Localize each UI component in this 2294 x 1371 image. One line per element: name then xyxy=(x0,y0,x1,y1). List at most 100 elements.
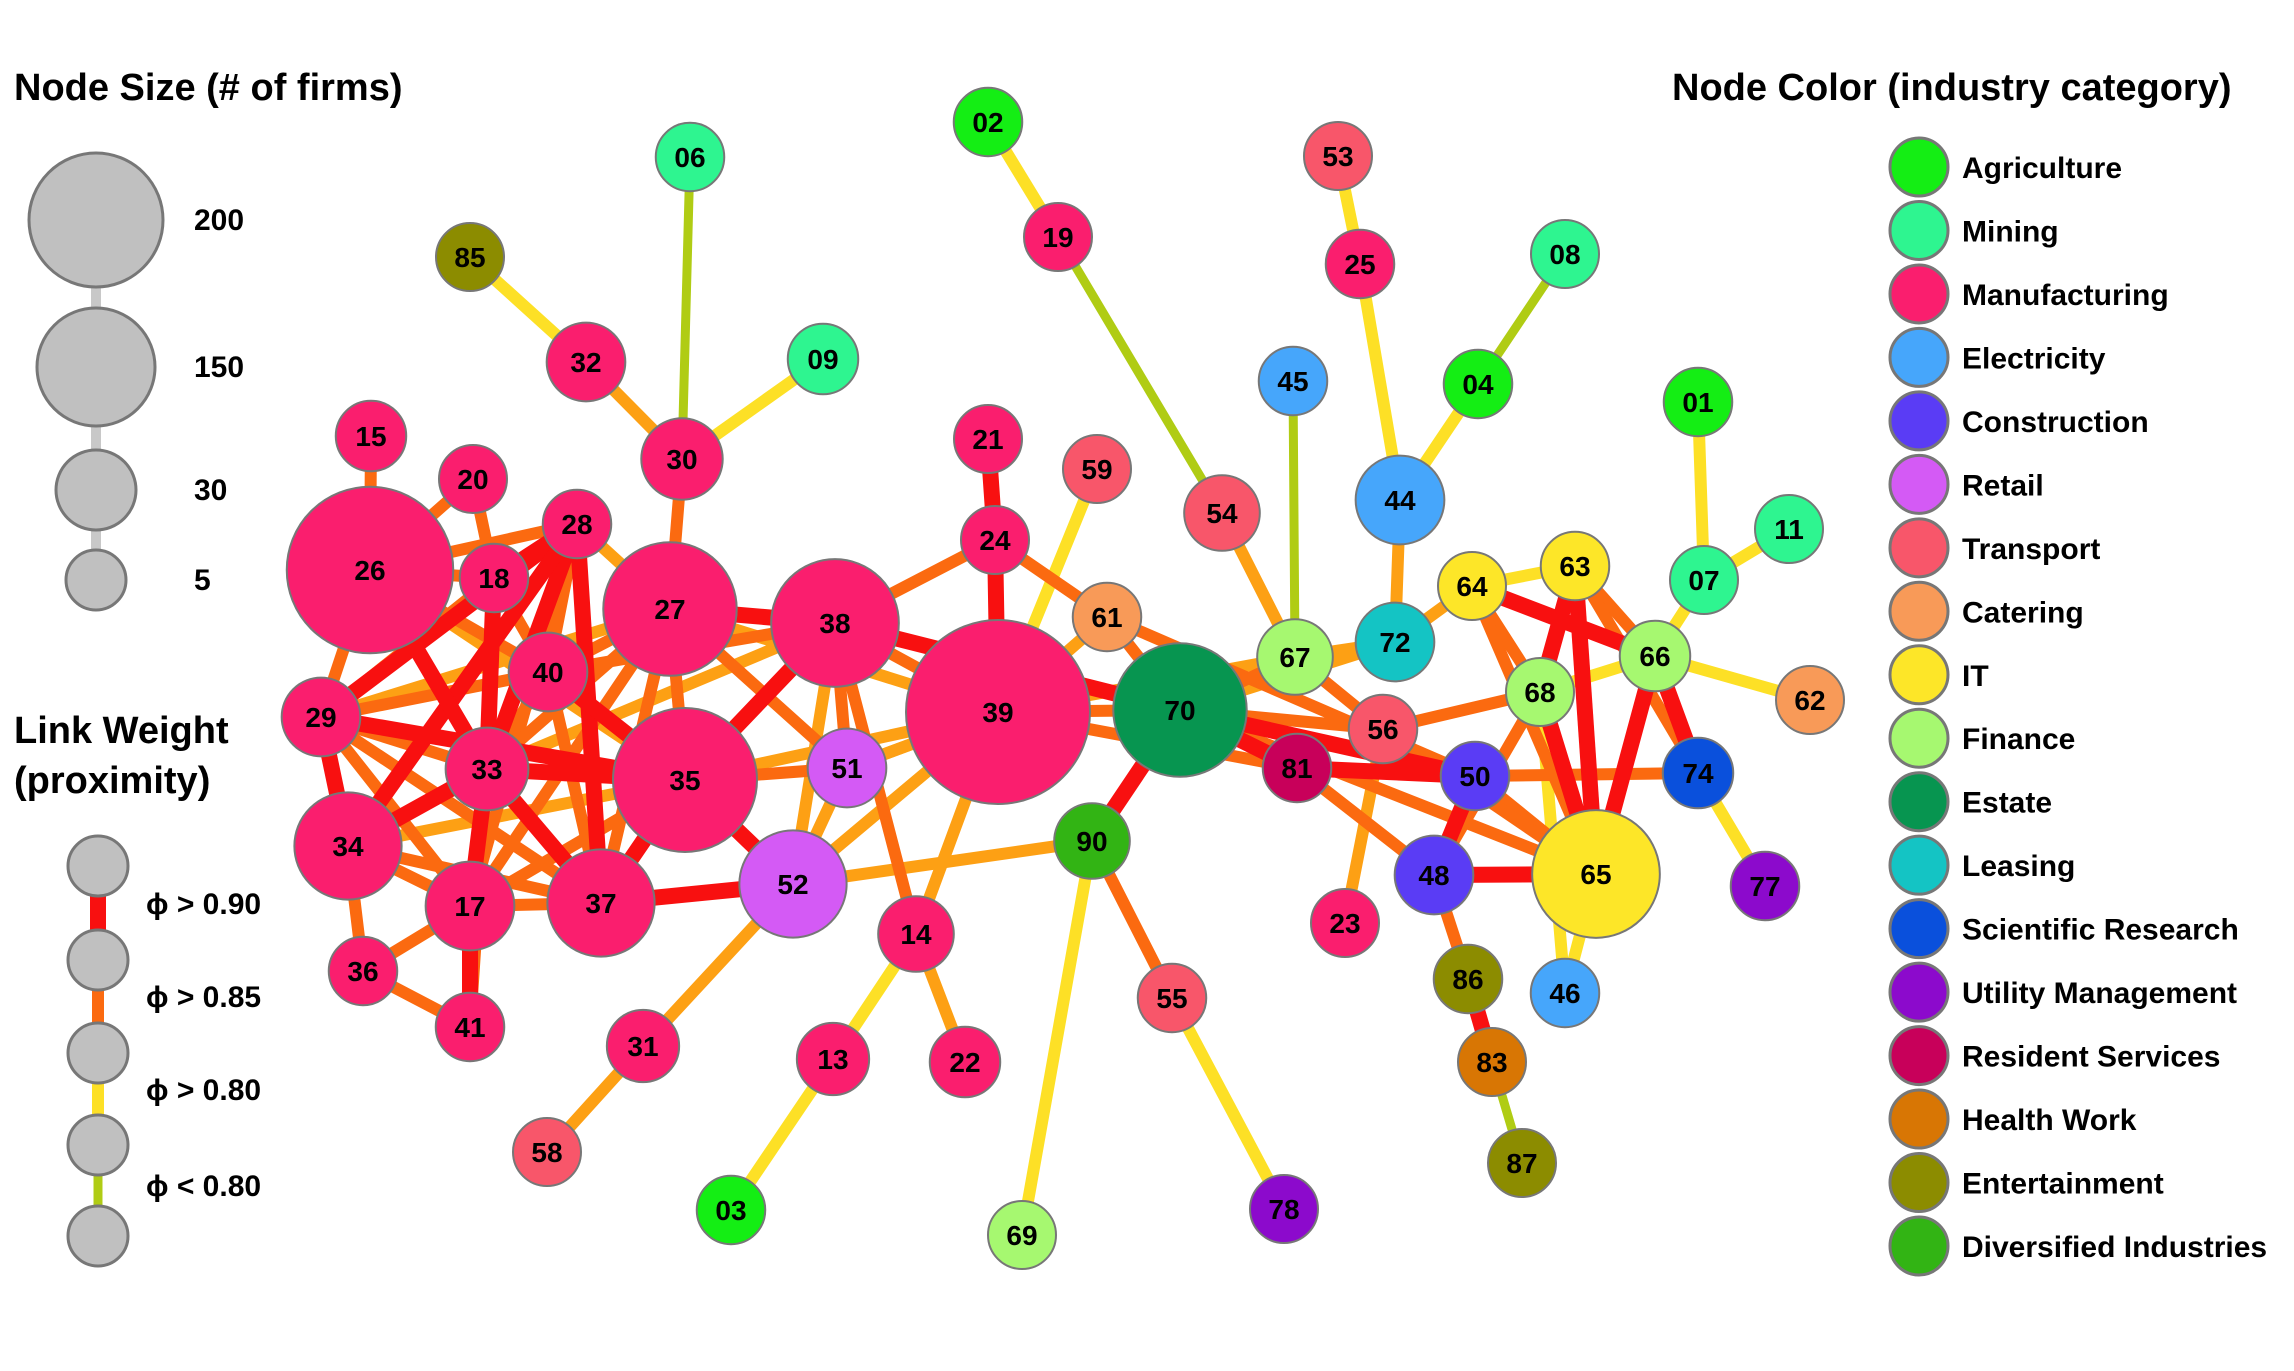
node-54[interactable]: 54 xyxy=(1183,474,1261,552)
node-66[interactable]: 66 xyxy=(1618,619,1692,693)
node-55[interactable]: 55 xyxy=(1136,962,1208,1034)
node-29[interactable]: 29 xyxy=(280,676,362,758)
color-legend: Node Color (industry category) Agricultu… xyxy=(1672,67,2267,1277)
node-74[interactable]: 74 xyxy=(1661,736,1735,810)
node-18[interactable]: 18 xyxy=(458,542,530,614)
color-legend-label-fin: Finance xyxy=(1962,723,2075,756)
node-44[interactable]: 44 xyxy=(1354,454,1446,546)
node-label-01: 01 xyxy=(1682,387,1713,418)
node-circle-58 xyxy=(512,1117,582,1187)
node-37[interactable]: 37 xyxy=(546,848,656,958)
node-01[interactable]: 01 xyxy=(1662,366,1734,438)
node-61[interactable]: 61 xyxy=(1071,581,1143,653)
node-86[interactable]: 86 xyxy=(1432,943,1504,1015)
node-circle-53 xyxy=(1303,121,1373,191)
node-70[interactable]: 70 xyxy=(1112,642,1248,778)
node-03[interactable]: 03 xyxy=(695,1174,767,1246)
node-label-53: 53 xyxy=(1322,141,1353,172)
node-67[interactable]: 67 xyxy=(1256,618,1334,696)
color-legend-swatch-sci xyxy=(1888,898,1950,960)
node-62[interactable]: 62 xyxy=(1775,665,1845,735)
color-legend-swatch-tra xyxy=(1888,517,1950,579)
node-09[interactable]: 09 xyxy=(786,322,860,396)
node-72[interactable]: 72 xyxy=(1354,601,1436,683)
node-circle-27 xyxy=(602,541,738,677)
node-58[interactable]: 58 xyxy=(512,1117,582,1187)
node-19[interactable]: 19 xyxy=(1023,202,1093,272)
color-legend-label-agr: Agriculture xyxy=(1962,152,2122,185)
node-68[interactable]: 68 xyxy=(1505,657,1575,727)
node-90[interactable]: 90 xyxy=(1053,802,1131,880)
link-55-78 xyxy=(1166,992,1290,1215)
node-78[interactable]: 78 xyxy=(1249,1174,1319,1244)
node-36[interactable]: 36 xyxy=(327,935,399,1007)
node-28[interactable]: 28 xyxy=(541,488,613,560)
node-11[interactable]: 11 xyxy=(1754,494,1824,564)
node-label-86: 86 xyxy=(1452,964,1483,995)
node-06[interactable]: 06 xyxy=(654,121,726,193)
node-circle-44 xyxy=(1354,454,1446,546)
node-53[interactable]: 53 xyxy=(1303,121,1373,191)
size-legend-circle-150 xyxy=(35,306,157,428)
node-circle-81 xyxy=(1261,732,1333,804)
node-45[interactable]: 45 xyxy=(1257,345,1329,417)
node-77[interactable]: 77 xyxy=(1729,850,1801,922)
size-legend-title: Node Size (# of firms) xyxy=(14,67,403,109)
node-81[interactable]: 81 xyxy=(1261,732,1333,804)
node-label-14: 14 xyxy=(900,919,932,950)
node-69[interactable]: 69 xyxy=(987,1200,1057,1270)
node-13[interactable]: 13 xyxy=(795,1021,871,1097)
node-label-24: 24 xyxy=(979,525,1011,556)
node-56[interactable]: 56 xyxy=(1347,693,1419,765)
node-label-55: 55 xyxy=(1156,983,1187,1014)
node-40[interactable]: 40 xyxy=(507,631,589,713)
node-87[interactable]: 87 xyxy=(1487,1128,1557,1198)
node-34[interactable]: 34 xyxy=(293,791,403,901)
node-circle-23 xyxy=(1310,888,1380,958)
node-25[interactable]: 25 xyxy=(1324,228,1396,300)
node-65[interactable]: 65 xyxy=(1531,809,1661,939)
node-27[interactable]: 27 xyxy=(602,541,738,677)
node-label-38: 38 xyxy=(819,608,850,639)
node-21[interactable]: 21 xyxy=(953,404,1023,474)
node-08[interactable]: 08 xyxy=(1530,219,1600,289)
node-label-20: 20 xyxy=(457,464,488,495)
node-38[interactable]: 38 xyxy=(770,558,900,688)
color-legend-swatch-ele xyxy=(1888,326,1950,388)
node-label-46: 46 xyxy=(1549,978,1580,1009)
node-label-74: 74 xyxy=(1682,758,1714,789)
node-48[interactable]: 48 xyxy=(1393,834,1475,916)
node-85[interactable]: 85 xyxy=(435,222,505,292)
node-20[interactable]: 20 xyxy=(438,444,508,514)
node-14[interactable]: 14 xyxy=(877,895,955,973)
node-circle-51 xyxy=(806,727,888,809)
node-07[interactable]: 07 xyxy=(1669,545,1739,615)
node-51[interactable]: 51 xyxy=(806,727,888,809)
node-46[interactable]: 46 xyxy=(1529,957,1601,1029)
node-64[interactable]: 64 xyxy=(1437,551,1507,621)
node-02[interactable]: 02 xyxy=(952,86,1024,158)
node-30[interactable]: 30 xyxy=(640,417,724,501)
node-15[interactable]: 15 xyxy=(334,399,408,473)
node-50[interactable]: 50 xyxy=(1439,740,1511,812)
node-63[interactable]: 63 xyxy=(1539,530,1611,602)
node-52[interactable]: 52 xyxy=(738,829,848,939)
node-35[interactable]: 35 xyxy=(612,707,758,853)
node-33[interactable]: 33 xyxy=(444,726,530,812)
node-32[interactable]: 32 xyxy=(545,321,627,403)
node-circle-69 xyxy=(987,1200,1057,1270)
node-26[interactable]: 26 xyxy=(285,485,455,655)
node-39[interactable]: 39 xyxy=(905,619,1091,805)
node-59[interactable]: 59 xyxy=(1062,434,1132,504)
node-17[interactable]: 17 xyxy=(424,860,516,952)
node-label-11: 11 xyxy=(1774,514,1804,545)
node-22[interactable]: 22 xyxy=(928,1025,1002,1099)
node-04[interactable]: 04 xyxy=(1442,348,1514,420)
node-23[interactable]: 23 xyxy=(1310,888,1380,958)
node-24[interactable]: 24 xyxy=(960,505,1030,575)
node-83[interactable]: 83 xyxy=(1457,1027,1527,1097)
node-41[interactable]: 41 xyxy=(434,991,506,1063)
node-label-34: 34 xyxy=(332,831,364,862)
node-circle-63 xyxy=(1539,530,1611,602)
node-31[interactable]: 31 xyxy=(605,1008,681,1084)
